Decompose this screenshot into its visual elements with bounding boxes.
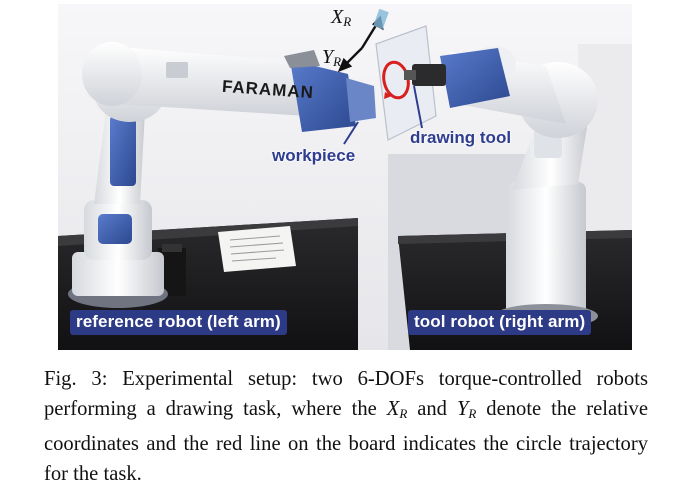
paper-lines bbox=[229, 235, 285, 262]
tool-robot-label: tool robot (right arm) bbox=[408, 310, 592, 335]
y-axis-arrowhead bbox=[337, 57, 353, 73]
left-robot-wrist-cap bbox=[284, 50, 320, 68]
left-robot-wrist bbox=[290, 60, 356, 132]
workpiece-callout: workpiece bbox=[272, 146, 356, 165]
left-robot-upper-arm bbox=[110, 46, 306, 116]
workpiece-callout-line bbox=[343, 121, 359, 145]
experimental-setup-photo: FARAMAN XR YR workpiece drawing tool ref… bbox=[58, 4, 632, 350]
control-box-top bbox=[162, 244, 182, 252]
robot-scene-illustration bbox=[58, 4, 632, 350]
caption-text-middle: and bbox=[407, 398, 457, 420]
drawing-tool-callout-line bbox=[413, 85, 423, 129]
caption-text-start: Fig. 3: Experimental setup: two 6-DOFs t… bbox=[44, 368, 648, 420]
figure-caption: Fig. 3: Experimental setup: two 6-DOFs t… bbox=[44, 364, 648, 489]
x-axis-label: XR bbox=[331, 6, 352, 29]
right-robot-wrist bbox=[440, 48, 510, 108]
trajectory-arrowhead bbox=[384, 92, 392, 99]
workpiece-board bbox=[375, 25, 437, 141]
caption-math-yr: YR bbox=[456, 398, 477, 421]
y-axis-label: YR bbox=[322, 46, 342, 69]
left-robot-elbow bbox=[82, 42, 142, 106]
marker-tag bbox=[373, 8, 389, 30]
right-robot-column bbox=[506, 182, 586, 316]
left-robot-waist-cover bbox=[98, 214, 132, 244]
caption-math-xr: XR bbox=[386, 398, 408, 421]
reference-robot bbox=[68, 42, 376, 308]
drawing-tool-gripper bbox=[412, 64, 446, 86]
caption-text-end: denote the relative coordinates and the … bbox=[44, 398, 648, 485]
left-robot-joint-plate bbox=[166, 62, 188, 78]
workpiece-mount bbox=[346, 78, 376, 122]
drawing-tool-callout: drawing tool bbox=[410, 128, 512, 147]
reference-robot-label: reference robot (left arm) bbox=[70, 310, 287, 335]
left-robot-lower-arm-cover bbox=[110, 116, 136, 186]
paper-sheet bbox=[218, 226, 296, 272]
left-robot-base bbox=[72, 252, 164, 296]
drawing-tool-tip bbox=[404, 70, 416, 80]
